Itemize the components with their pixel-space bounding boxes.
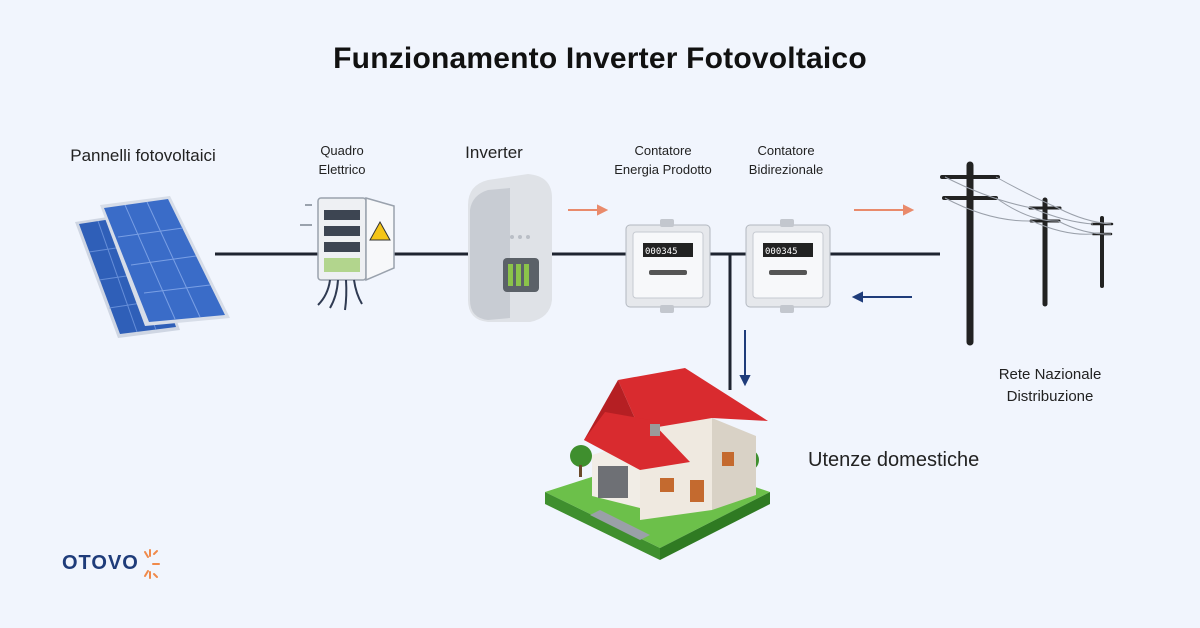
inverter-icon — [468, 174, 552, 322]
meter1-display: 000345 — [645, 247, 678, 257]
arrow-down-house — [739, 330, 751, 387]
production-meter-label: Contatore Energia Prodotto — [598, 141, 728, 179]
otovo-sun-icon — [144, 549, 160, 579]
electrical-panel-label: Quadro Elettrico — [292, 141, 392, 179]
power-lines — [944, 176, 1112, 235]
solar-panel-icon — [75, 196, 230, 338]
house-label: Utenze domestiche — [808, 449, 980, 471]
energy-meter-icon — [745, 219, 831, 313]
inverter-label: Inverter — [465, 143, 523, 162]
panels-label: Pannelli fotovoltaici — [70, 146, 216, 165]
arrow-out-grid — [854, 204, 915, 216]
electrical-panel-label-line1: Quadro — [320, 143, 364, 158]
page-title: Funzionamento Inverter Fotovoltaico — [333, 42, 867, 75]
grid-label: Rete Nazionale Distribuzione — [970, 364, 1130, 408]
otovo-logo: OTOVO — [62, 552, 139, 574]
bidirectional-meter-label-line1: Contatore — [757, 143, 815, 158]
arrow-out-inverter — [568, 204, 609, 216]
house-icon — [545, 368, 770, 560]
electrical-panel-label-line2: Elettrico — [318, 162, 366, 177]
production-meter-label-line1: Contatore — [634, 143, 692, 158]
grid-label-line2: Distribuzione — [1006, 388, 1094, 405]
grid-label-line1: Rete Nazionale — [998, 366, 1102, 383]
meter2-display: 000345 — [765, 247, 798, 257]
arrow-in-grid — [851, 291, 912, 303]
bidirectional-meter-label: Contatore Bidirezionale — [730, 141, 842, 179]
power-pole-icon — [940, 161, 1114, 346]
production-meter-label-line2: Energia Prodotto — [614, 162, 712, 177]
electrical-panel-icon — [300, 197, 395, 311]
energy-meter-icon — [625, 219, 711, 313]
bidirectional-meter-label-line2: Bidirezionale — [748, 162, 824, 177]
